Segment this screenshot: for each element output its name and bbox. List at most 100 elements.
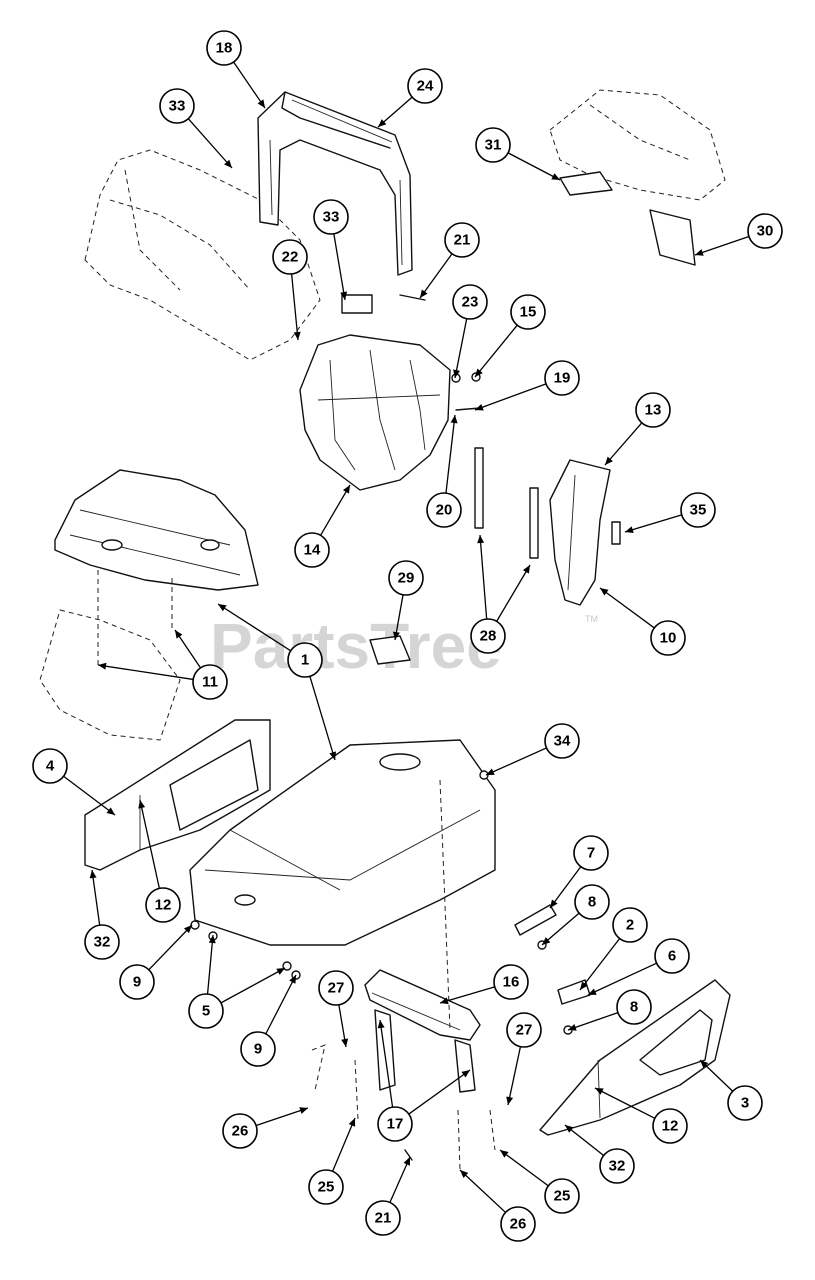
callout-circle <box>313 199 349 235</box>
callout-c14[interactable]: 14 <box>294 532 330 568</box>
callout-c27a[interactable]: 27 <box>318 970 354 1006</box>
callout-c21a[interactable]: 21 <box>444 222 480 258</box>
leader-arrow-c28 <box>477 535 485 544</box>
callout-number: 7 <box>587 845 595 862</box>
leader-line-c14 <box>320 484 351 536</box>
callout-c21b[interactable]: 21 <box>365 1200 401 1236</box>
callout-c8a[interactable]: 8 <box>574 884 610 920</box>
callout-number: 34 <box>554 733 571 750</box>
callout-circle <box>145 887 181 923</box>
callout-c34[interactable]: 34 <box>544 723 580 759</box>
callout-c31[interactable]: 31 <box>475 127 511 163</box>
callout-c11[interactable]: 11 <box>192 664 228 700</box>
callout-c28[interactable]: 28 <box>470 618 506 654</box>
leader-arrow-c23 <box>453 369 460 378</box>
callout-c22[interactable]: 22 <box>272 239 308 275</box>
callout-number: 25 <box>554 1188 571 1205</box>
callout-number: 16 <box>503 974 520 991</box>
leader-arrow-c28b <box>522 565 530 574</box>
callout-number: 24 <box>417 78 434 95</box>
leader-arrow-c25a <box>348 1118 356 1127</box>
callout-c33b[interactable]: 33 <box>313 199 349 235</box>
leader-line-c2 <box>579 938 621 991</box>
leader-line-c28b <box>496 564 531 622</box>
leader-line-c19 <box>474 383 547 411</box>
callout-c23[interactable]: 23 <box>452 284 488 320</box>
callout-circle <box>616 989 652 1025</box>
leader-arrow-c18 <box>257 99 265 108</box>
leader-arrow-c19 <box>475 403 484 411</box>
callout-c4[interactable]: 4 <box>32 748 68 784</box>
part-34-plug <box>479 770 489 780</box>
callout-c25b[interactable]: 25 <box>544 1178 580 1214</box>
dash-panel-part-18 <box>257 91 413 276</box>
leader-line-c27b <box>507 1046 522 1106</box>
callout-circle <box>452 284 488 320</box>
callout-c32b[interactable]: 32 <box>599 1148 635 1184</box>
callout-circle <box>493 964 529 1000</box>
callout-c29[interactable]: 29 <box>388 560 424 596</box>
callout-c12b[interactable]: 12 <box>652 1108 688 1144</box>
callout-number: 8 <box>630 999 638 1016</box>
callout-c20[interactable]: 20 <box>426 492 462 528</box>
callout-number: 9 <box>133 974 141 991</box>
leader-arrow-c8a <box>542 937 551 945</box>
callout-c18[interactable]: 18 <box>206 30 242 66</box>
callout-c3[interactable]: 3 <box>727 1085 763 1121</box>
leader-arrow-c25b <box>500 1150 509 1158</box>
callout-c26b[interactable]: 26 <box>500 1206 536 1242</box>
leader-line-c1a <box>217 603 292 652</box>
leader-line-c5 <box>220 967 286 1004</box>
leader-line-c17b <box>379 1019 394 1108</box>
callout-circle <box>544 360 580 396</box>
callout-c24[interactable]: 24 <box>407 68 443 104</box>
leader-line-c9a <box>148 924 193 971</box>
callout-c15[interactable]: 15 <box>510 294 546 330</box>
callout-c1a[interactable]: 1 <box>287 642 323 678</box>
callout-c33a[interactable]: 33 <box>159 88 195 124</box>
callout-c5[interactable]: 5 <box>188 993 224 1029</box>
callout-c10[interactable]: 10 <box>650 620 686 656</box>
callout-c17[interactable]: 17 <box>377 1106 413 1142</box>
leader-arrow-c17b <box>377 1020 385 1029</box>
callout-circle <box>444 222 480 258</box>
callout-c27b[interactable]: 27 <box>506 1012 542 1048</box>
callout-c19[interactable]: 19 <box>544 360 580 396</box>
leader-line-c35 <box>624 514 682 533</box>
callout-circle <box>188 993 224 1029</box>
leader-line-c10 <box>599 587 655 629</box>
callout-c12a[interactable]: 12 <box>145 887 181 923</box>
leader-line-c4 <box>63 775 116 816</box>
callout-circle <box>32 748 68 784</box>
leader-arrow-c20 <box>450 415 458 424</box>
part-25-right <box>489 1109 496 1151</box>
callout-number: 32 <box>609 1158 626 1175</box>
callout-number: 1 <box>301 652 309 669</box>
callout-c32a[interactable]: 32 <box>84 924 120 960</box>
callout-c8b[interactable]: 8 <box>616 989 652 1025</box>
leader-arrow-c33b <box>340 291 348 300</box>
callout-circle <box>192 664 228 700</box>
callout-c6[interactable]: 6 <box>654 938 690 974</box>
callout-c16[interactable]: 16 <box>493 964 529 1000</box>
callout-c35[interactable]: 35 <box>680 492 716 528</box>
leader-line-c16 <box>439 986 495 1004</box>
callout-c9b[interactable]: 9 <box>240 1031 276 1067</box>
callout-c2[interactable]: 2 <box>612 907 648 943</box>
partstree-watermark: PartsTree <box>210 610 502 682</box>
callout-c30[interactable]: 30 <box>747 213 783 249</box>
callout-number: 32 <box>94 934 111 951</box>
callout-c7[interactable]: 7 <box>573 835 609 871</box>
callout-number: 11 <box>202 674 218 691</box>
callout-c25a[interactable]: 25 <box>308 1169 344 1205</box>
callout-c26a[interactable]: 26 <box>222 1113 258 1149</box>
callout-c13[interactable]: 13 <box>635 392 671 428</box>
leader-line-c25a <box>331 1117 356 1172</box>
callout-circle <box>365 1200 401 1236</box>
leader-arrow-c11b <box>175 630 183 639</box>
leader-arrow-c21a <box>420 289 428 298</box>
callout-circle <box>159 88 195 124</box>
callout-c9a[interactable]: 9 <box>119 964 155 1000</box>
leader-arrow-c31 <box>551 173 560 180</box>
inner-panel-part-14 <box>299 334 451 491</box>
